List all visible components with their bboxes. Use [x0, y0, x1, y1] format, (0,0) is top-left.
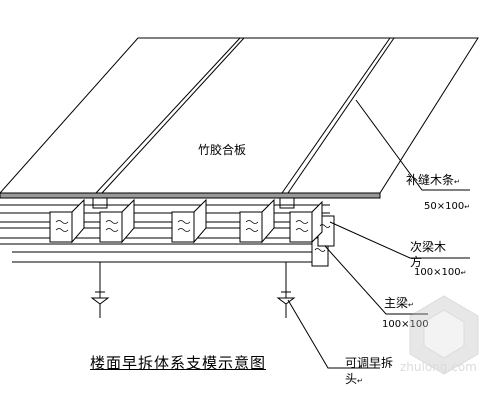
line-end-mark: ↵	[464, 203, 471, 211]
plywood-label: 竹胶合板	[198, 143, 247, 157]
plywood-sheet	[0, 37, 479, 194]
leader-lines	[287, 99, 470, 369]
main-beam-label-text: 主梁	[384, 296, 409, 310]
filler-strip	[279, 197, 295, 209]
secondary-beam-label-line2: 方	[410, 255, 423, 269]
plywood-edge	[0, 192, 381, 199]
filler-strip-size-text: 50×100	[424, 201, 465, 212]
line-end-mark: ↵	[460, 269, 467, 277]
filler-strip	[92, 197, 108, 209]
filler-strip-label: 补缝木条↵	[406, 173, 460, 189]
secondary-beam-size: 100×100↵	[414, 266, 466, 280]
support-head-label-line2: 头↵	[345, 372, 363, 388]
watermark-text: zhulong.com	[400, 360, 477, 374]
secondary-beam-size-text: 100×100	[414, 267, 461, 278]
plywood-seams	[95, 37, 395, 194]
watermark-logo-icon	[409, 295, 479, 375]
wood-grain	[55, 220, 331, 252]
main-beam-size: 100×100	[382, 319, 429, 330]
secondary-beam-label: 次梁木	[410, 240, 447, 254]
main-beam-label: 主梁↵	[384, 296, 414, 312]
diagram-title: 楼面早拆体系支模示意图	[90, 354, 267, 372]
watermark: zhulong.com	[396, 290, 492, 390]
support-post-left	[90, 262, 110, 318]
filler-strip-label-text: 补缝木条	[406, 173, 455, 187]
secondary-beam-sections	[49, 198, 323, 244]
support-post-right	[276, 262, 296, 318]
filler-strip-size: 50×100↵	[424, 200, 470, 214]
line-end-mark: ↵	[454, 178, 460, 186]
line-end-mark: ↵	[408, 301, 414, 309]
support-head-label-line2-text: 头	[345, 372, 358, 386]
line-end-mark: ↵	[357, 377, 363, 385]
support-head-label: 可调早拆	[345, 356, 394, 370]
